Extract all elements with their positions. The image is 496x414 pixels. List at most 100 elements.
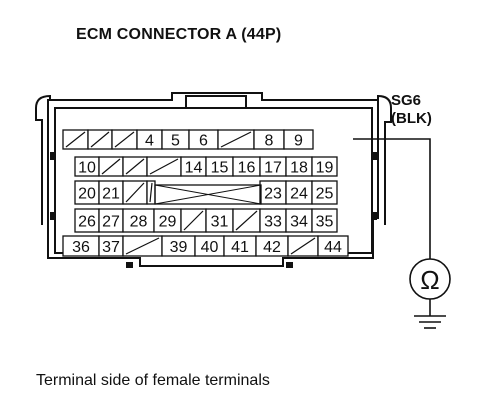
unused-slash (183, 210, 204, 231)
terminal-number: 9 (294, 133, 303, 150)
terminal-number: 27 (102, 214, 120, 231)
terminal-25: 25 (311, 180, 338, 205)
terminal-number: 31 (211, 214, 229, 231)
unused-slash (125, 237, 160, 255)
terminal-unused (122, 156, 148, 177)
terminal-cell (311, 156, 338, 177)
terminal-number: 40 (201, 239, 219, 256)
terminal-number: 21 (102, 186, 120, 203)
terminal-36: 36 (62, 235, 100, 257)
terminal-number: 41 (231, 239, 249, 256)
terminal-unused (122, 235, 163, 257)
terminal-18: 18 (285, 156, 313, 177)
terminal-unused (122, 180, 148, 205)
lock-bail-left (35, 94, 51, 225)
unused-block (154, 184, 262, 205)
terminal-number: 17 (264, 160, 282, 177)
terminal-number: 39 (170, 239, 188, 256)
terminal-number: 35 (316, 214, 334, 231)
terminal-44: 44 (317, 235, 349, 257)
terminal-8: 8 (253, 129, 285, 150)
terminal-number: 29 (159, 214, 177, 231)
caption: Terminal side of female terminals (36, 372, 270, 389)
terminal-6: 6 (188, 129, 219, 150)
terminal-number: 20 (78, 186, 96, 203)
terminal-42: 42 (255, 235, 289, 257)
terminal-cell (311, 208, 338, 233)
terminal-cell (311, 180, 338, 205)
terminal-19: 19 (311, 156, 338, 177)
terminal-16: 16 (232, 156, 261, 177)
terminal-number: 28 (130, 214, 148, 231)
latch-tab (372, 212, 377, 220)
terminal-17: 17 (259, 156, 287, 177)
terminal-unused (111, 129, 138, 150)
unused-block-cross (154, 184, 262, 205)
terminal-unused (87, 129, 113, 150)
terminal-41: 41 (223, 235, 257, 257)
unused-slash (125, 182, 145, 203)
ohm-icon: Ω (420, 265, 439, 295)
terminal-unused (232, 208, 261, 233)
terminal-unused (146, 156, 182, 177)
terminal-21: 21 (98, 180, 124, 205)
terminal-number: 18 (290, 160, 308, 177)
terminal-39: 39 (161, 235, 196, 257)
terminal-unused (180, 208, 207, 233)
terminal-29: 29 (153, 208, 182, 233)
terminal-unused (98, 156, 124, 177)
latch-tab (372, 152, 377, 160)
terminal-number: 19 (316, 160, 334, 177)
terminal-9: 9 (283, 129, 314, 150)
terminal-23: 23 (259, 180, 287, 205)
terminal-cell (283, 129, 314, 150)
unused-slash (235, 210, 258, 231)
terminal-33: 33 (259, 208, 287, 233)
connector-key (185, 95, 247, 109)
terminal-number: 26 (78, 214, 96, 231)
unused-slash (65, 131, 86, 148)
terminal-number: 25 (316, 186, 334, 203)
terminal-5: 5 (161, 129, 190, 150)
terminal-number: 42 (263, 239, 281, 256)
unused-slash (149, 158, 179, 175)
signal-wire-color: (BLK) (391, 110, 432, 127)
connector-title: ECM CONNECTOR A (44P) (76, 26, 282, 43)
terminal-35: 35 (311, 208, 338, 233)
terminal-26: 26 (74, 208, 100, 233)
terminal-number: 23 (264, 186, 282, 203)
terminal-unused (146, 180, 156, 205)
terminal-number: 44 (324, 239, 342, 256)
terminal-unused (287, 235, 319, 257)
terminal-unused (217, 129, 255, 150)
terminal-31: 31 (205, 208, 234, 233)
unused-slash (101, 158, 121, 175)
terminal-15: 15 (205, 156, 234, 177)
terminal-number: 34 (290, 214, 308, 231)
terminal-27: 27 (98, 208, 124, 233)
terminal-number: 10 (78, 160, 96, 177)
unused-slash (220, 131, 252, 148)
terminal-number: 33 (264, 214, 282, 231)
terminal-unused (62, 129, 89, 150)
terminal-number: 24 (290, 186, 308, 203)
terminal-number: 14 (185, 160, 203, 177)
signal-name: SG6 (391, 92, 422, 109)
terminal-number: 4 (145, 133, 154, 150)
terminal-28: 28 (122, 208, 155, 233)
terminal-number: 36 (72, 239, 90, 256)
terminal-cell (317, 235, 349, 257)
unused-slash (149, 182, 153, 203)
terminal-4: 4 (136, 129, 163, 150)
lock-bail-right (377, 94, 392, 225)
latch-tab (50, 212, 55, 220)
terminal-24: 24 (285, 180, 313, 205)
terminal-34: 34 (285, 208, 313, 233)
terminal-10: 10 (74, 156, 100, 177)
unused-slash (90, 131, 110, 148)
terminal-number: 15 (211, 160, 229, 177)
terminal-number: 16 (238, 160, 256, 177)
terminal-14: 14 (180, 156, 207, 177)
